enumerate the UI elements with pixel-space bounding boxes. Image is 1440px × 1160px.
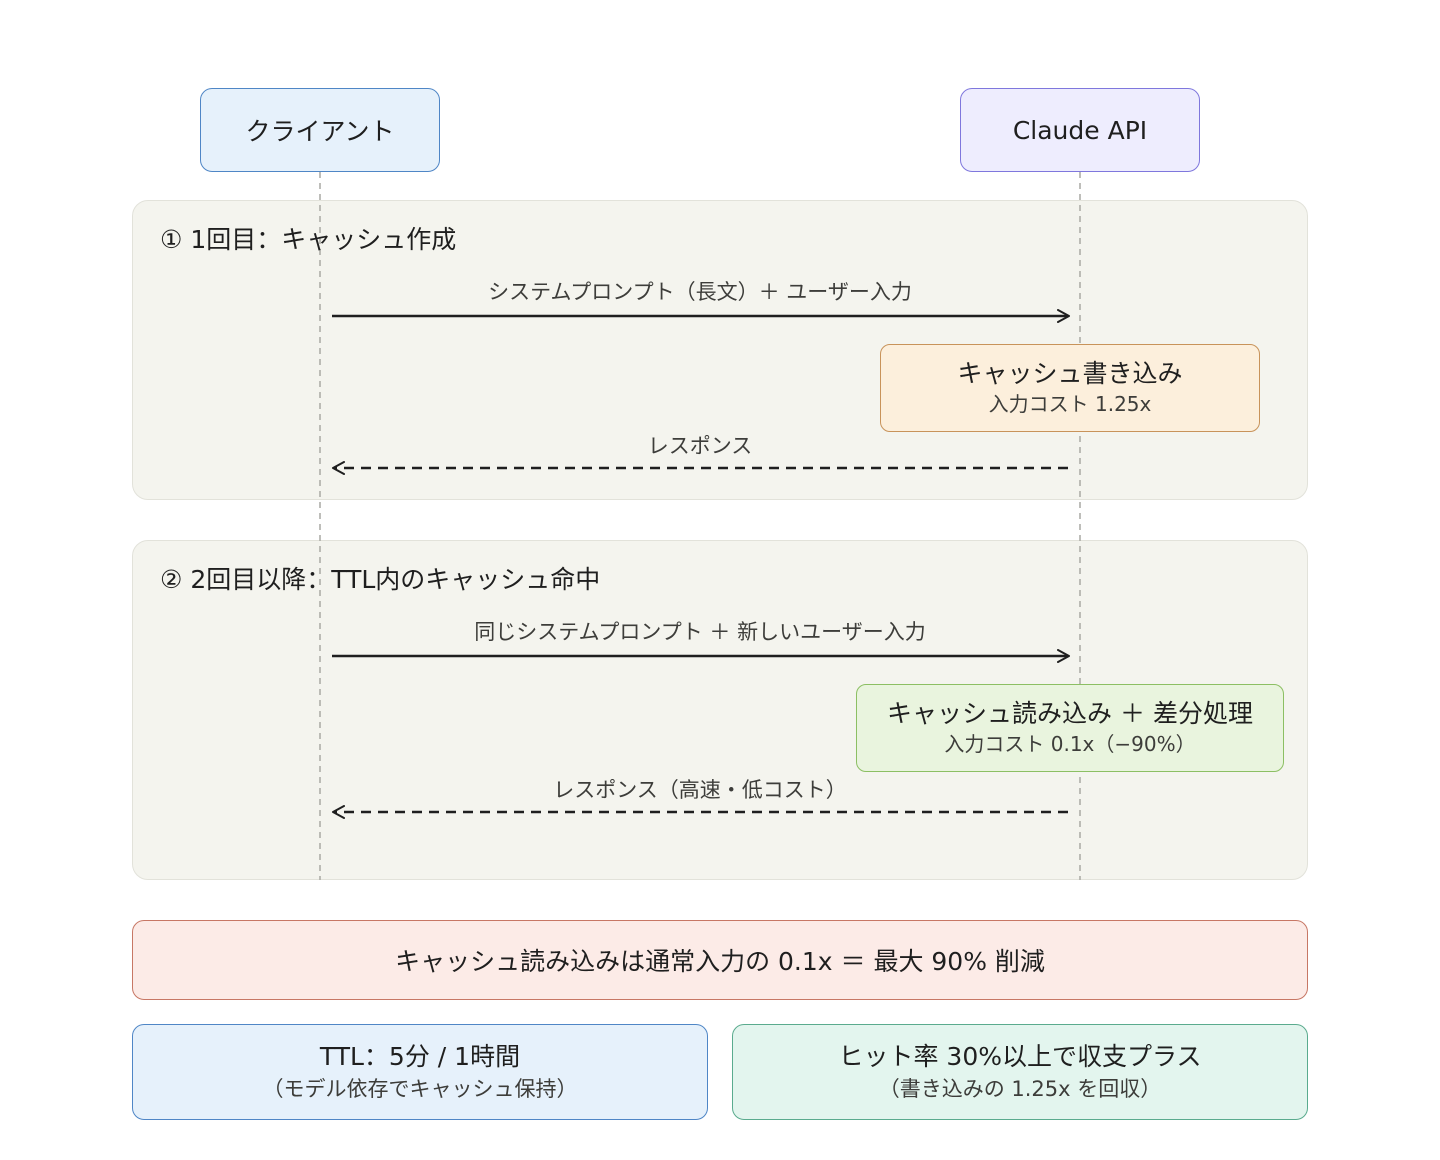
cache-read-note: キャッシュ読み込み ＋ 差分処理 入力コスト 0.1x（−90%）	[856, 684, 1284, 772]
ttl-subtitle: （モデル依存でキャッシュ保持）	[262, 1077, 578, 1101]
api-label: Claude API	[1012, 115, 1148, 145]
client-label: クライアント	[245, 117, 395, 146]
ttl-title: TTL：5分 / 1時間	[319, 1042, 521, 1071]
savings-banner: キャッシュ読み込みは通常入力の 0.1x ＝ 最大 90% 削減	[132, 920, 1308, 1000]
phase1-request-label: システムプロンプト（長文）＋ ユーザー入力	[488, 280, 912, 304]
ttl-card: TTL：5分 / 1時間 （モデル依存でキャッシュ保持）	[132, 1024, 708, 1120]
cache-read-title: キャッシュ読み込み ＋ 差分処理	[887, 699, 1253, 728]
cache-read-cost: 入力コスト 0.1x（−90%）	[944, 732, 1196, 756]
phase2-response-label: レスポンス（高速・低コスト）	[553, 778, 847, 802]
cache-write-title: キャッシュ書き込み	[957, 359, 1183, 388]
client-participant: クライアント	[200, 88, 440, 172]
phase2-request-label: 同じシステムプロンプト ＋ 新しいユーザー入力	[474, 620, 926, 644]
phase1-response-label: レスポンス	[647, 434, 753, 458]
cache-write-note: キャッシュ書き込み 入力コスト 1.25x	[880, 344, 1260, 432]
hit-rate-title: ヒット率 30%以上で収支プラス	[838, 1042, 1202, 1071]
hit-rate-card: ヒット率 30%以上で収支プラス （書き込みの 1.25x を回収）	[732, 1024, 1308, 1120]
savings-banner-text: キャッシュ読み込みは通常入力の 0.1x ＝ 最大 90% 削減	[395, 947, 1045, 976]
phase2-title: ② 2回目以降：TTL内のキャッシュ命中	[160, 565, 601, 594]
phase1-title: ① 1回目：キャッシュ作成	[160, 225, 457, 254]
api-participant: Claude API	[960, 88, 1200, 172]
cache-write-cost: 入力コスト 1.25x	[988, 392, 1152, 416]
hit-rate-subtitle: （書き込みの 1.25x を回収）	[878, 1077, 1162, 1101]
